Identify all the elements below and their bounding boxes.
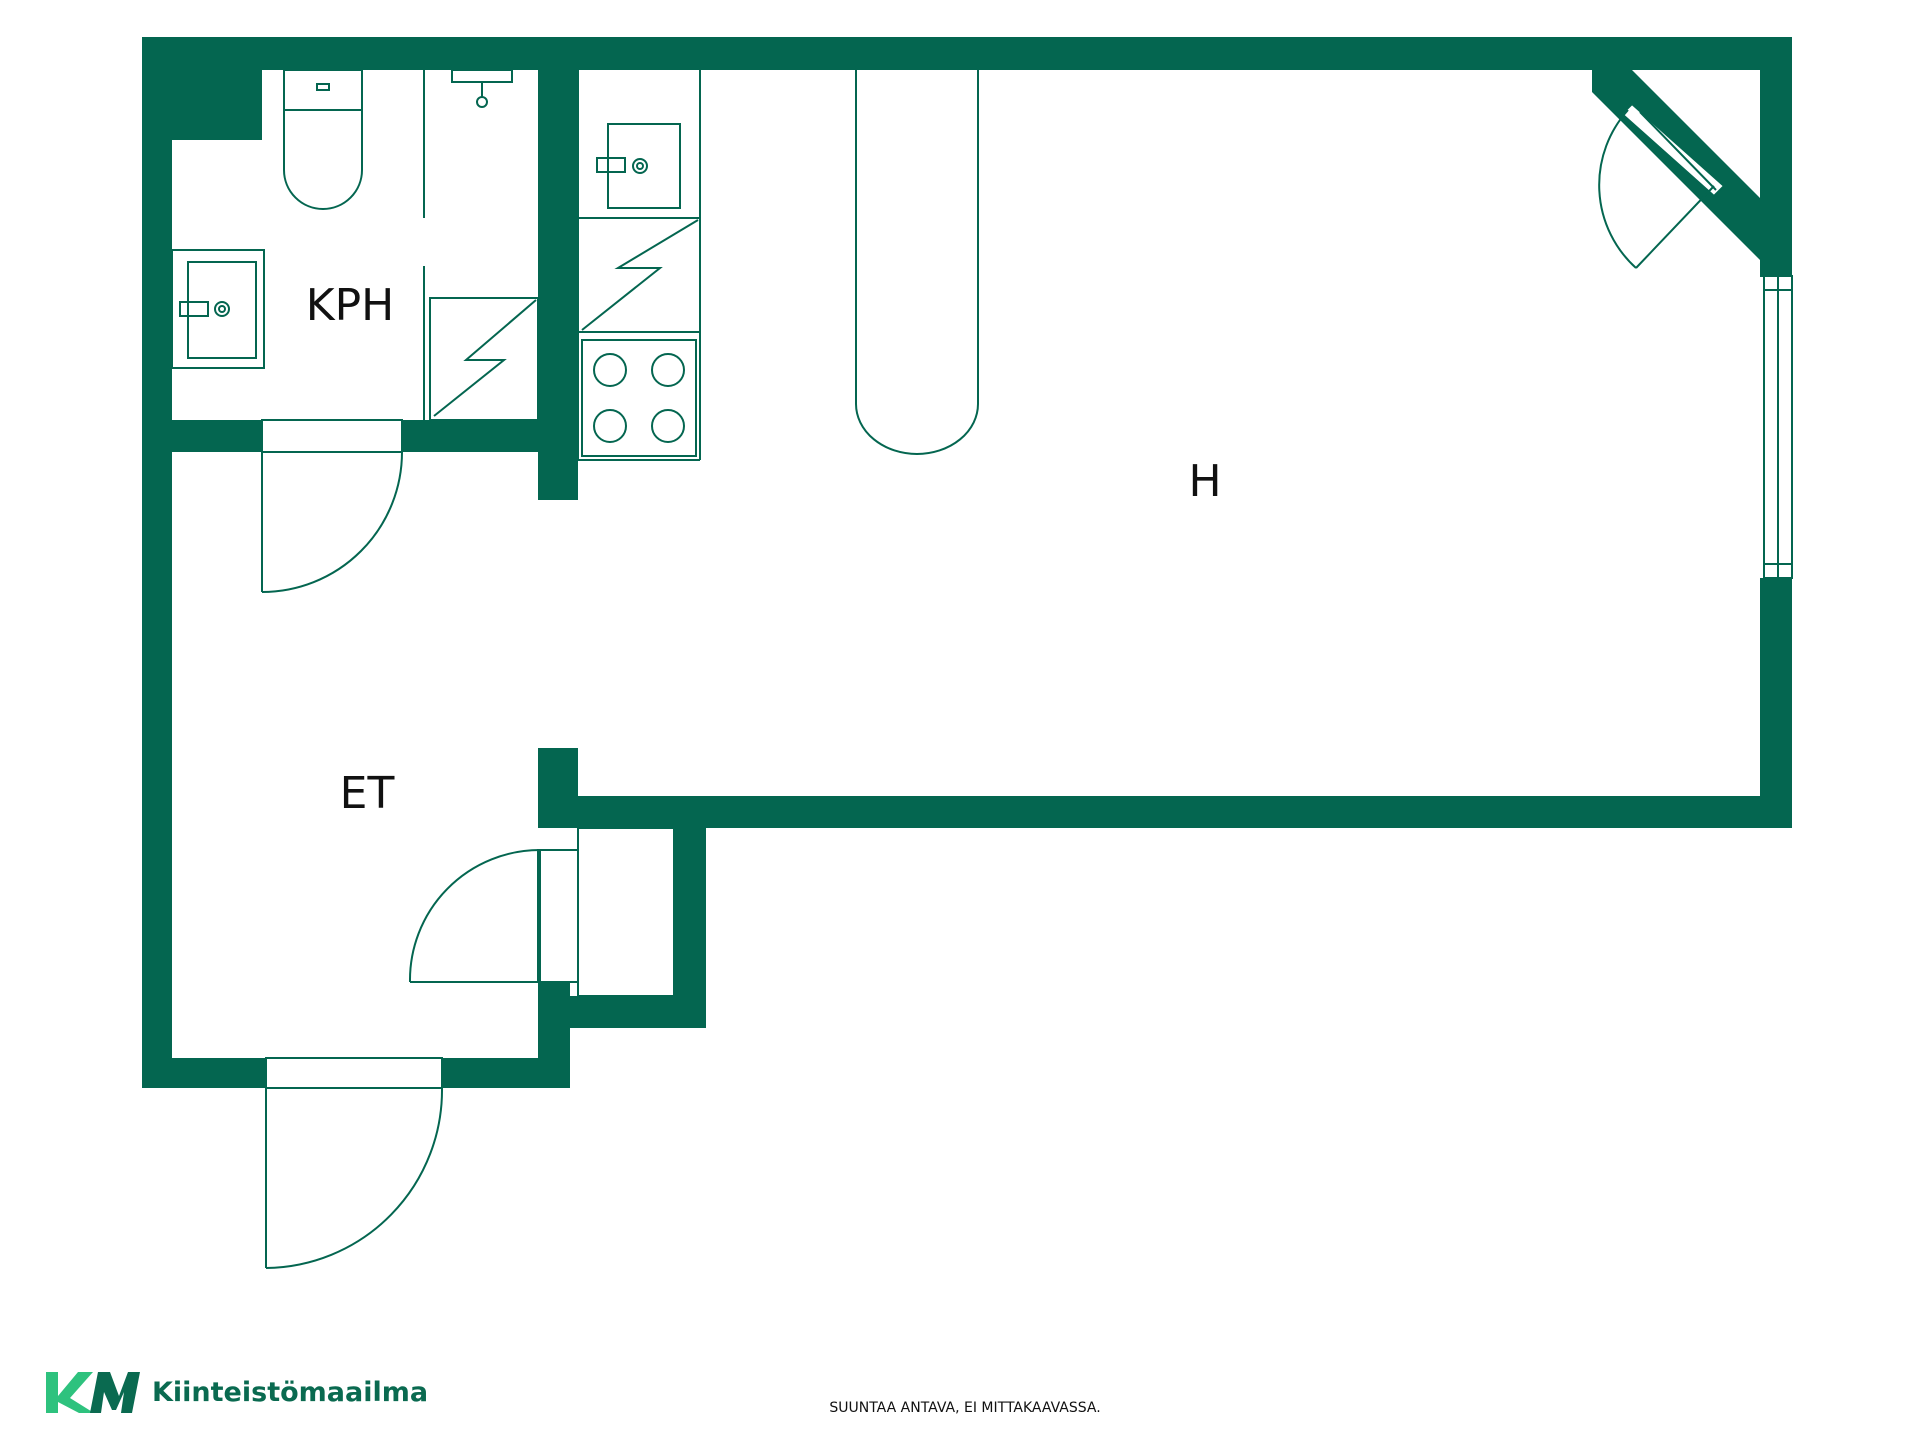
stove-icon [581, 339, 697, 457]
wall-corner-block [172, 70, 262, 140]
room-label-h: H [1188, 456, 1221, 507]
wall-right-lower [1760, 578, 1792, 828]
brand-name: Kiinteistömaailma [152, 1377, 428, 1408]
bath-sink-icon [171, 249, 265, 369]
room-label-kph: KPH [306, 280, 394, 331]
brand-logo: Kiinteistömaailma [46, 1372, 428, 1413]
closet-door-icon [408, 849, 579, 983]
kitchen-island-icon [855, 70, 979, 455]
room-label-et: ET [340, 768, 395, 819]
wall-living-bottom [538, 796, 1792, 828]
fixtures [171, 69, 1793, 1269]
kitchen-cabinet-icon [581, 219, 699, 331]
walls [142, 37, 1792, 1088]
wall-left [142, 37, 172, 1087]
wall-bath-bottom-left [172, 420, 261, 452]
km-logo-icon [46, 1372, 140, 1413]
closet-outline [577, 827, 675, 997]
wall-entry-stub [538, 748, 578, 828]
kitchen-counter [577, 70, 701, 461]
toilet-icon [283, 69, 363, 210]
shower-faucet-icon [451, 69, 513, 108]
wall-bottom-right [442, 1058, 570, 1088]
wall-top [142, 37, 1792, 70]
wall-bath-bottom-right [402, 420, 578, 452]
entrance-door-icon [265, 1057, 444, 1269]
kitchen-sink-icon [596, 123, 681, 209]
bathroom-door-icon [261, 419, 403, 593]
wall-bottom-left [142, 1058, 266, 1088]
disclaimer-text: SUUNTAA ANTAVA, EI MITTAKAAVASSA. [829, 1400, 1100, 1416]
bath-cabinet-icon [429, 297, 539, 421]
balcony-door-icon [1598, 102, 1726, 269]
wall-closet-right [674, 828, 706, 1028]
wall-closet-bottom [538, 996, 706, 1028]
window-icon [1763, 275, 1793, 579]
